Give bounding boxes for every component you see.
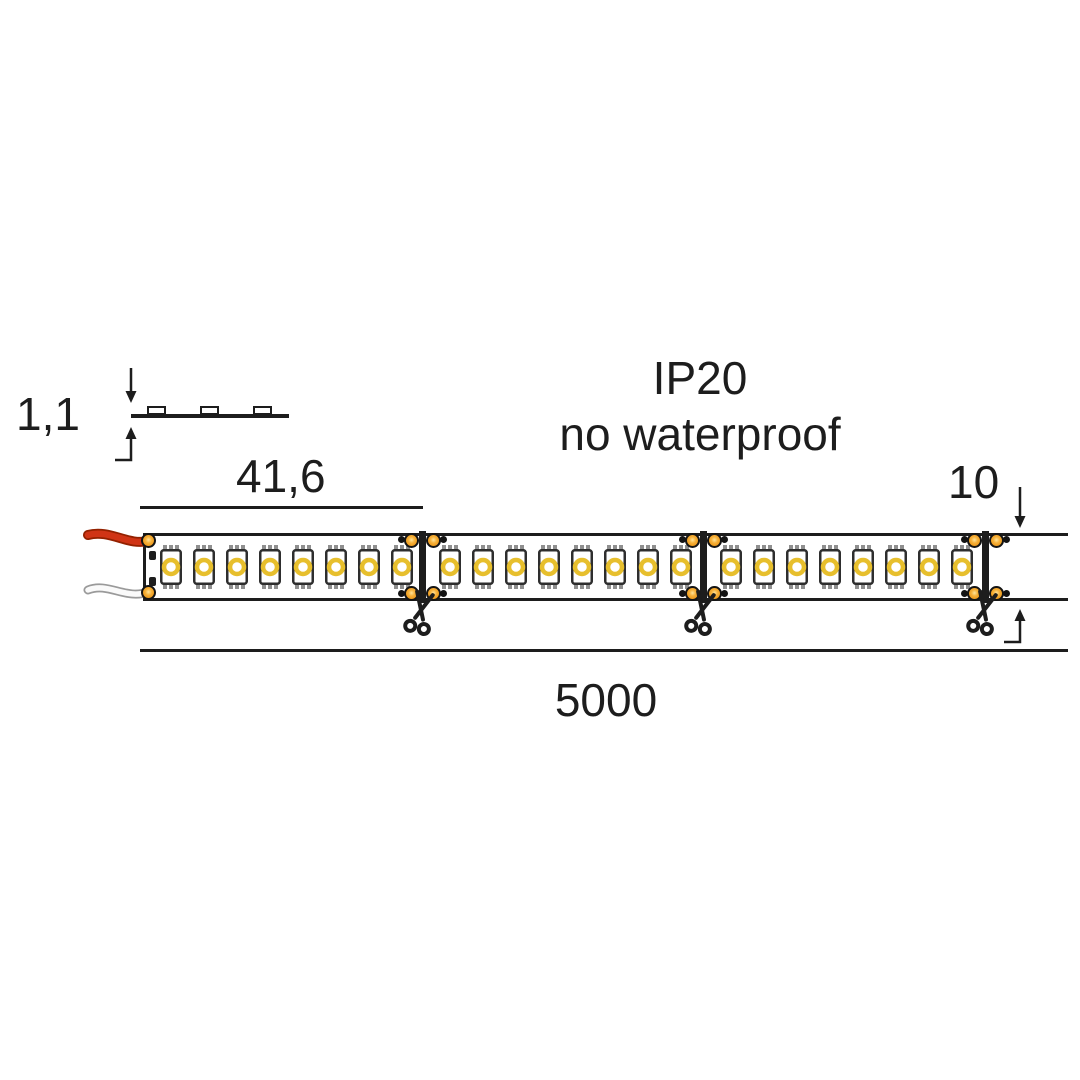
led-module xyxy=(226,545,248,589)
solder-pad xyxy=(988,532,1010,548)
led-chip-icon xyxy=(571,545,593,589)
arrow-up-icon xyxy=(1004,609,1026,644)
led-module xyxy=(358,545,380,589)
led-module xyxy=(852,545,874,589)
led-chip-icon xyxy=(259,545,281,589)
led-chip-icon xyxy=(951,545,973,589)
led-module xyxy=(505,545,527,589)
wire-terminal xyxy=(149,551,156,560)
side-view-led-bump xyxy=(200,406,219,415)
solder-pad xyxy=(425,532,447,548)
led-module xyxy=(720,545,742,589)
led-module xyxy=(885,545,907,589)
led-module xyxy=(951,545,973,589)
led-chip-icon xyxy=(325,545,347,589)
led-module xyxy=(918,545,940,589)
ip-rating-line1: IP20 xyxy=(652,352,748,404)
solder-pad xyxy=(140,585,156,600)
led-chip-icon xyxy=(670,545,692,589)
led-module xyxy=(538,545,560,589)
arrow-down-icon xyxy=(1014,487,1026,528)
led-chip-icon xyxy=(819,545,841,589)
strip-width-label: 10 xyxy=(948,456,1000,508)
led-chip-icon xyxy=(720,545,742,589)
total-length-dimension-line xyxy=(140,649,1068,652)
led-chip-icon xyxy=(292,545,314,589)
led-chip-icon xyxy=(439,545,461,589)
led-chip-icon xyxy=(193,545,215,589)
solder-pad xyxy=(960,532,982,548)
led-chip-icon xyxy=(505,545,527,589)
total-length-label: 5000 xyxy=(554,674,658,726)
led-chip-icon xyxy=(918,545,940,589)
strip-top-edge xyxy=(143,533,1068,536)
segment-length-label: 41,6 xyxy=(236,450,326,502)
led-chip-icon xyxy=(885,545,907,589)
ip-rating: IP20 no waterproof xyxy=(500,350,900,462)
strip-bottom-edge xyxy=(143,598,1068,601)
led-module xyxy=(786,545,808,589)
cut-line xyxy=(418,531,426,603)
led-chip-icon xyxy=(472,545,494,589)
led-chip-icon xyxy=(604,545,626,589)
scissors-icon xyxy=(684,589,716,637)
ip-rating-line2: no waterproof xyxy=(559,408,841,460)
led-module xyxy=(292,545,314,589)
led-module xyxy=(819,545,841,589)
led-chip-icon xyxy=(358,545,380,589)
arrow-down-icon xyxy=(125,368,137,403)
led-module xyxy=(439,545,461,589)
led-module xyxy=(753,545,775,589)
solder-pad xyxy=(397,532,419,548)
solder-pad xyxy=(678,532,700,548)
strip-left-edge xyxy=(143,533,146,601)
scissors-icon xyxy=(966,589,998,637)
side-view-led-bump xyxy=(253,406,272,415)
solder-pad xyxy=(397,586,419,601)
led-chip-icon xyxy=(637,545,659,589)
led-module xyxy=(193,545,215,589)
cut-line xyxy=(981,531,989,603)
led-chip-icon xyxy=(786,545,808,589)
led-chip-icon xyxy=(226,545,248,589)
led-module xyxy=(472,545,494,589)
led-module xyxy=(571,545,593,589)
arrow-up-icon xyxy=(115,427,137,462)
led-chip-icon xyxy=(538,545,560,589)
led-module xyxy=(670,545,692,589)
scissors-icon xyxy=(403,589,435,637)
segment-dimension-line xyxy=(140,506,423,509)
led-chip-icon xyxy=(160,545,182,589)
led-module xyxy=(604,545,626,589)
led-module xyxy=(325,545,347,589)
thickness-label: 1,1 xyxy=(16,388,80,440)
side-view-base-line xyxy=(131,414,289,418)
solder-pad xyxy=(706,532,728,548)
led-module xyxy=(637,545,659,589)
cut-line xyxy=(699,531,707,603)
side-view-led-bump xyxy=(147,406,166,415)
wire-terminal xyxy=(149,577,156,586)
led-module xyxy=(259,545,281,589)
solder-pad xyxy=(140,533,156,548)
led-module xyxy=(160,545,182,589)
led-chip-icon xyxy=(753,545,775,589)
led-chip-icon xyxy=(852,545,874,589)
